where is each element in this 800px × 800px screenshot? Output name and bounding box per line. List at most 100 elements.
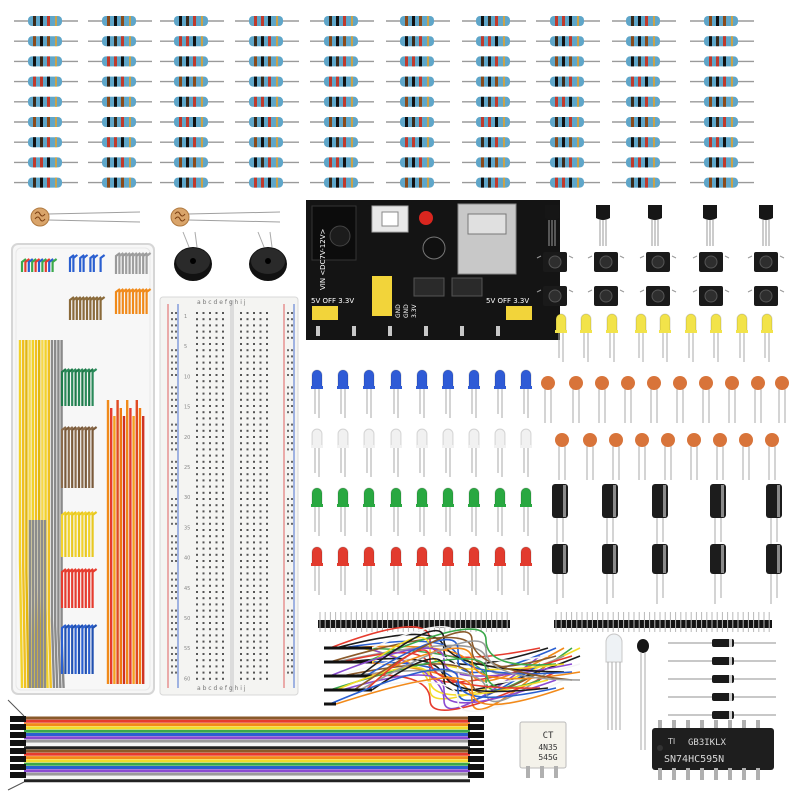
resistor <box>612 157 676 168</box>
resistor <box>386 16 450 26</box>
jumper-wire <box>71 368 77 406</box>
breadboard-holes <box>171 312 293 680</box>
resistor <box>235 137 299 148</box>
resistor <box>462 76 526 87</box>
white-led <box>363 428 375 477</box>
white-led <box>442 428 454 477</box>
jumper-wire <box>81 624 88 674</box>
regulator <box>451 277 483 297</box>
yellow-led <box>736 313 748 362</box>
left-rail-label: 5V OFF 3.3V <box>311 297 354 305</box>
thermistor <box>637 639 649 750</box>
resistor <box>536 56 600 67</box>
ceramic-capacitor <box>661 433 675 480</box>
resistor <box>612 177 676 188</box>
jumper-wire <box>79 296 85 320</box>
jumper-wire-box <box>11 243 155 695</box>
green-led <box>311 487 323 536</box>
yellow-led <box>635 313 647 362</box>
resistor <box>690 157 754 168</box>
red-led <box>520 546 532 595</box>
chip-notch <box>657 745 663 751</box>
jumper-wire <box>135 288 142 314</box>
jumper-wire <box>60 511 67 557</box>
jumper-wire <box>74 624 81 674</box>
pin-header-block <box>372 276 392 316</box>
jumper-wire <box>20 258 27 272</box>
jumper-wire <box>118 288 125 314</box>
pin-label-1: GND <box>395 304 402 318</box>
jumper-wire <box>71 511 77 557</box>
resistor <box>88 96 152 107</box>
resistor <box>690 56 754 67</box>
resistor <box>14 16 78 26</box>
blue-led <box>416 369 428 418</box>
buzzer <box>249 231 287 281</box>
resistor <box>386 56 450 67</box>
red-led <box>416 546 428 595</box>
green-led <box>416 487 428 536</box>
ceramic-capacitor-group <box>541 376 789 480</box>
resistor <box>235 56 299 67</box>
breadboard-row-number: 40 <box>184 556 190 562</box>
resistor <box>310 76 374 87</box>
jumper-wire <box>81 568 88 608</box>
jumper-wire <box>60 426 67 488</box>
push-button <box>639 286 677 306</box>
diode <box>668 675 776 683</box>
jumper-wire <box>67 568 74 608</box>
resistor <box>612 56 676 67</box>
blue-led <box>311 369 323 418</box>
resistor <box>160 137 224 148</box>
resistor <box>462 96 526 107</box>
electrolytic-capacitor <box>652 544 668 604</box>
jumper-wire <box>121 252 128 274</box>
chip-pin <box>728 768 732 780</box>
resistor <box>14 137 78 148</box>
jumper-wire <box>92 296 99 320</box>
yellow-led <box>606 313 618 362</box>
resistor <box>386 157 450 168</box>
jumper-wire <box>50 340 56 689</box>
resistor <box>690 76 754 87</box>
resistor <box>160 96 224 107</box>
resistor <box>14 96 78 107</box>
optocoupler-line1: CT <box>543 731 554 741</box>
electrolytic-capacitor <box>710 544 726 604</box>
jumper-wire <box>67 511 74 557</box>
jumper-wire <box>34 258 41 272</box>
jumper-wire <box>64 511 71 557</box>
resistor <box>386 137 450 148</box>
jumper-wire <box>27 258 34 272</box>
power-supply-module <box>306 200 560 340</box>
chip-pin <box>658 720 662 728</box>
white-led <box>311 428 323 477</box>
jumper-wire <box>25 340 30 689</box>
jumper-wire <box>82 296 89 320</box>
resistor <box>536 96 600 107</box>
jumper-wire <box>91 511 98 557</box>
transistor <box>545 205 559 246</box>
ceramic-capacitor <box>621 376 635 423</box>
jumper-wire <box>79 254 85 272</box>
dupont-connector <box>468 740 484 746</box>
jumper-wire <box>72 254 79 272</box>
chip-pin <box>686 720 690 728</box>
white-led <box>494 428 506 477</box>
dupont-connector <box>468 716 484 722</box>
resistor <box>14 36 78 47</box>
jumper-wire <box>64 624 71 674</box>
transistor <box>596 205 610 246</box>
push-button <box>747 286 785 306</box>
jumper-wire <box>91 624 98 674</box>
rgb-led <box>605 633 623 730</box>
jumper-wire <box>135 252 142 274</box>
jumper-wire <box>67 624 74 674</box>
resistor <box>14 157 78 168</box>
resistor <box>462 177 526 188</box>
pin-header <box>318 612 510 632</box>
yellow-led <box>761 313 773 362</box>
resistor <box>14 76 78 87</box>
resistor <box>690 177 754 188</box>
jumper-wire <box>96 296 102 320</box>
